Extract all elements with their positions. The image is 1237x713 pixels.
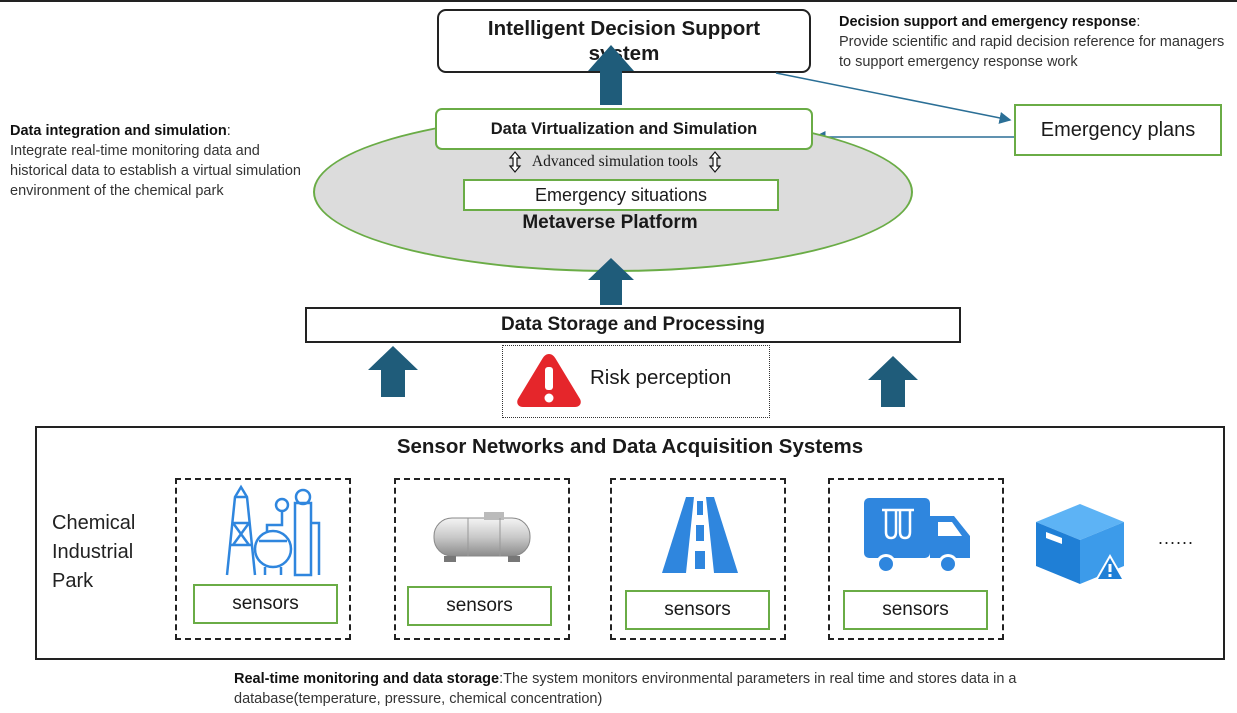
metaverse-platform-label: Metaverse Platform	[522, 212, 698, 233]
decision-to-plans-connector	[775, 72, 1012, 124]
up-arrow-icon	[368, 346, 418, 397]
top-border-line	[0, 0, 1237, 2]
realtime-monitoring-note: Real-time monitoring and data storage:Th…	[234, 671, 1017, 707]
double-arrow-icon	[708, 151, 722, 173]
decision-note-body: Provide scientific and rapid decision re…	[839, 34, 1225, 70]
data-storage-label: Data Storage and Processing	[501, 314, 765, 335]
advanced-simulation-tools: Advanced simulation tools	[480, 151, 750, 173]
sensors-button: sensors	[407, 586, 552, 626]
data-virtualization-label: Data Virtualization and Simulation	[490, 119, 758, 138]
sensors-button: sensors	[193, 584, 338, 624]
advanced-tools-label: Advanced simulation tools	[531, 153, 699, 170]
chemical-plant-icon	[225, 484, 321, 577]
risk-perception-label: Risk perception	[590, 366, 732, 389]
data-virtualization-box: Data Virtualization and Simulation	[435, 108, 813, 150]
more-ellipsis: ......	[1158, 528, 1195, 548]
intelligent-decision-support-title: Intelligent Decision Support system	[487, 17, 761, 65]
sensor-group-chemical-plant	[175, 478, 351, 640]
sensor-group-road	[610, 478, 786, 640]
up-arrow-icon	[588, 45, 634, 105]
sensor-label: sensors	[446, 595, 513, 616]
sensor-networks-box	[35, 426, 1225, 660]
realtime-note-heading: Real-time monitoring and data storage	[234, 671, 500, 687]
sensor-label: sensors	[882, 599, 949, 620]
integration-note-body: Integrate real-time monitoring data and …	[10, 143, 301, 199]
sensor-group-transport-truck	[828, 478, 1004, 640]
park-label-line: Industrial	[52, 541, 134, 563]
data-integration-note: Data integration and simulation: Integra…	[10, 123, 301, 199]
sensor-label: sensors	[232, 593, 299, 614]
sensors-button: sensors	[843, 590, 988, 630]
chemical-park-label: Chemical Industrial Park	[52, 509, 135, 596]
sensor-networks-title: Sensor Networks and Data Acquisition Sys…	[396, 435, 864, 458]
chemical-transport-truck-icon	[864, 498, 970, 574]
sensor-label: sensors	[664, 599, 731, 620]
sensors-button: sensors	[625, 590, 770, 630]
up-arrow-icon	[868, 356, 918, 407]
park-label-line: Chemical	[52, 512, 136, 534]
storage-tank-icon	[433, 512, 531, 562]
integration-note-heading: Data integration and simulation	[10, 123, 227, 139]
data-storage-box: Data Storage and Processing	[305, 307, 961, 343]
realtime-note-body: The system monitors environmental parame…	[234, 671, 1017, 707]
emergency-plans-box: Emergency plans	[1014, 104, 1222, 156]
double-arrow-icon	[508, 151, 522, 173]
sensor-group-storage-tank	[394, 478, 570, 640]
decision-note-heading: Decision support and emergency response	[839, 14, 1137, 30]
road-icon	[662, 497, 738, 573]
warning-icon	[517, 354, 581, 407]
decision-support-note: Decision support and emergency response:…	[839, 14, 1225, 70]
hazard-box-icon	[1036, 504, 1126, 584]
park-label-line: Park	[52, 570, 94, 592]
up-arrow-icon	[588, 258, 634, 305]
emergency-plans-label: Emergency plans	[1040, 118, 1196, 141]
emergency-situations-box: Emergency situations	[463, 179, 779, 211]
emergency-situations-label: Emergency situations	[534, 184, 708, 205]
